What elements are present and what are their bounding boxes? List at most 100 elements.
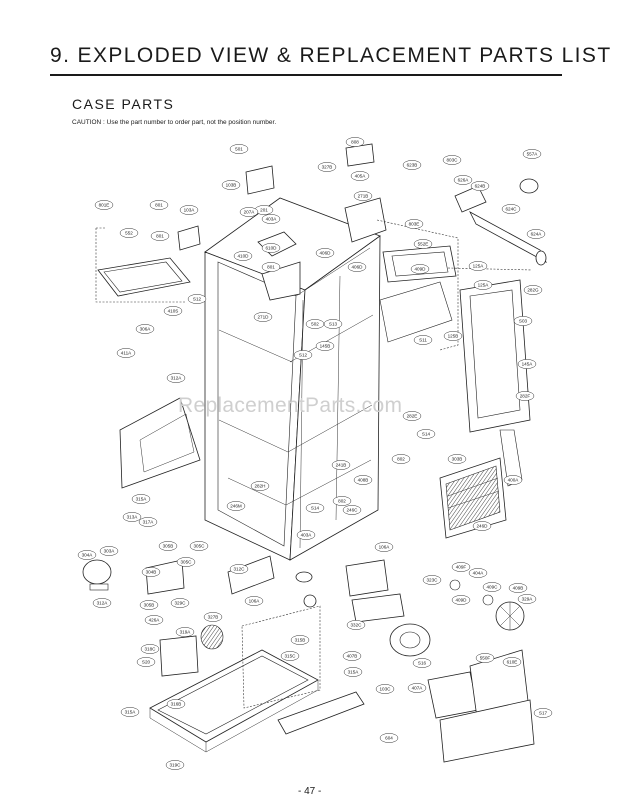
part-callout: 145B: [315, 341, 335, 351]
callout-label: 305C: [194, 544, 206, 549]
part-callout: 410S: [163, 306, 183, 316]
callout-bubble: [261, 214, 281, 224]
callout-label: 304B: [146, 570, 157, 575]
callout-bubble: [342, 505, 362, 515]
part-callout: 610E: [502, 657, 522, 667]
title-rule: [50, 74, 562, 76]
part-callout: 282F: [515, 391, 535, 401]
part-callout: 106A: [244, 596, 264, 606]
callout-bubble: [533, 708, 553, 718]
callout-bubble: [451, 562, 471, 572]
part-callout: 282H: [250, 481, 270, 491]
callout-label: S12: [193, 297, 202, 302]
callout-bubble: [443, 331, 463, 341]
callout-bubble: [290, 635, 310, 645]
callout-bubble: [99, 546, 119, 556]
part-callout: 332C: [346, 620, 366, 630]
callout-bubble: [402, 160, 422, 170]
base-tray: [149, 605, 535, 763]
part-callout: 103C: [375, 684, 395, 694]
part-callout: 409D: [410, 264, 430, 274]
part-callout: S14: [305, 503, 325, 513]
callout-bubble: [315, 341, 335, 351]
part-callout: 550F: [475, 653, 495, 663]
part-callout: 103B: [221, 180, 241, 190]
callout-label: 803C: [447, 158, 459, 163]
callout-label: 409C: [487, 585, 499, 590]
callout-bubble: [250, 481, 270, 491]
callout-bubble: [375, 684, 395, 694]
callout-label: 304A: [82, 553, 94, 558]
part-callout: 323C: [422, 575, 442, 585]
callout-bubble: [515, 391, 535, 401]
callout-bubble: [517, 359, 537, 369]
callout-label: 315C: [285, 654, 297, 659]
callout-label: 106A: [249, 599, 261, 604]
callout-label: 624B: [475, 184, 486, 189]
callout-bubble: [407, 683, 427, 693]
callout-label: 282H: [255, 484, 266, 489]
callout-label: 271B: [358, 194, 369, 199]
door-panel: [376, 219, 533, 433]
part-callout: 557A: [522, 149, 542, 159]
part-callout: 315A: [343, 667, 363, 677]
part-callout: 403A: [261, 214, 281, 224]
part-callout: 315A: [120, 707, 140, 717]
part-callout: 246C: [342, 505, 362, 515]
callout-bubble: [402, 411, 422, 421]
callout-bubble: [410, 264, 430, 274]
part-callout: 808: [345, 137, 365, 147]
callout-label: S17: [539, 711, 548, 716]
callout-label: 282E: [407, 414, 418, 419]
callout-label: 103C: [380, 687, 392, 692]
callout-label: 552: [125, 231, 133, 236]
callout-label: 145A: [522, 362, 534, 367]
callout-label: 623B: [407, 163, 418, 168]
callout-bubble: [472, 521, 492, 531]
callout-label: 317A: [143, 520, 155, 525]
callout-label: 329C: [175, 601, 187, 606]
callout-label: 407A: [412, 686, 424, 691]
part-callout: 610D: [261, 243, 281, 253]
callout-bubble: [442, 155, 462, 165]
callout-label: 552E: [418, 242, 429, 247]
callout-bubble: [413, 239, 433, 249]
callout-bubble: [158, 541, 178, 551]
callout-label: 332C: [351, 623, 363, 628]
callout-bubble: [229, 144, 249, 154]
part-callout: 407A: [407, 683, 427, 693]
left-side-panel: [95, 227, 201, 489]
callout-bubble: [453, 175, 473, 185]
callout-label: 329A: [522, 597, 534, 602]
callout-bubble: [233, 251, 253, 261]
part-callout: 409D: [451, 595, 471, 605]
callout-bubble: [141, 567, 161, 577]
part-callout: S16: [412, 658, 432, 668]
part-callout: 315B: [290, 635, 310, 645]
callout-label: 315A: [125, 710, 137, 715]
part-callout: 312A: [166, 373, 186, 383]
callout-bubble: [416, 429, 436, 439]
callout-label: 410D: [238, 254, 250, 259]
callout-label: 407B: [347, 654, 358, 659]
callout-bubble: [239, 207, 259, 217]
callout-label: 411A: [121, 351, 132, 356]
callout-bubble: [468, 568, 488, 578]
callout-bubble: [473, 280, 493, 290]
callout-label: 323C: [427, 578, 439, 583]
part-callout: 426A: [144, 615, 164, 625]
callout-bubble: [179, 205, 199, 215]
callout-bubble: [116, 348, 136, 358]
callout-label: 312A: [97, 601, 109, 606]
callout-bubble: [138, 517, 158, 527]
callout-label: 319A: [180, 630, 192, 635]
part-callout: S13: [323, 319, 343, 329]
callout-label: 624A: [531, 232, 543, 237]
callout-label: 403A: [301, 533, 313, 538]
part-callout: 125A: [468, 261, 488, 271]
part-callout: S17: [533, 708, 553, 718]
callout-bubble: [226, 501, 246, 511]
callout-label: 315B: [295, 638, 306, 643]
callout-label: 802: [338, 499, 346, 504]
